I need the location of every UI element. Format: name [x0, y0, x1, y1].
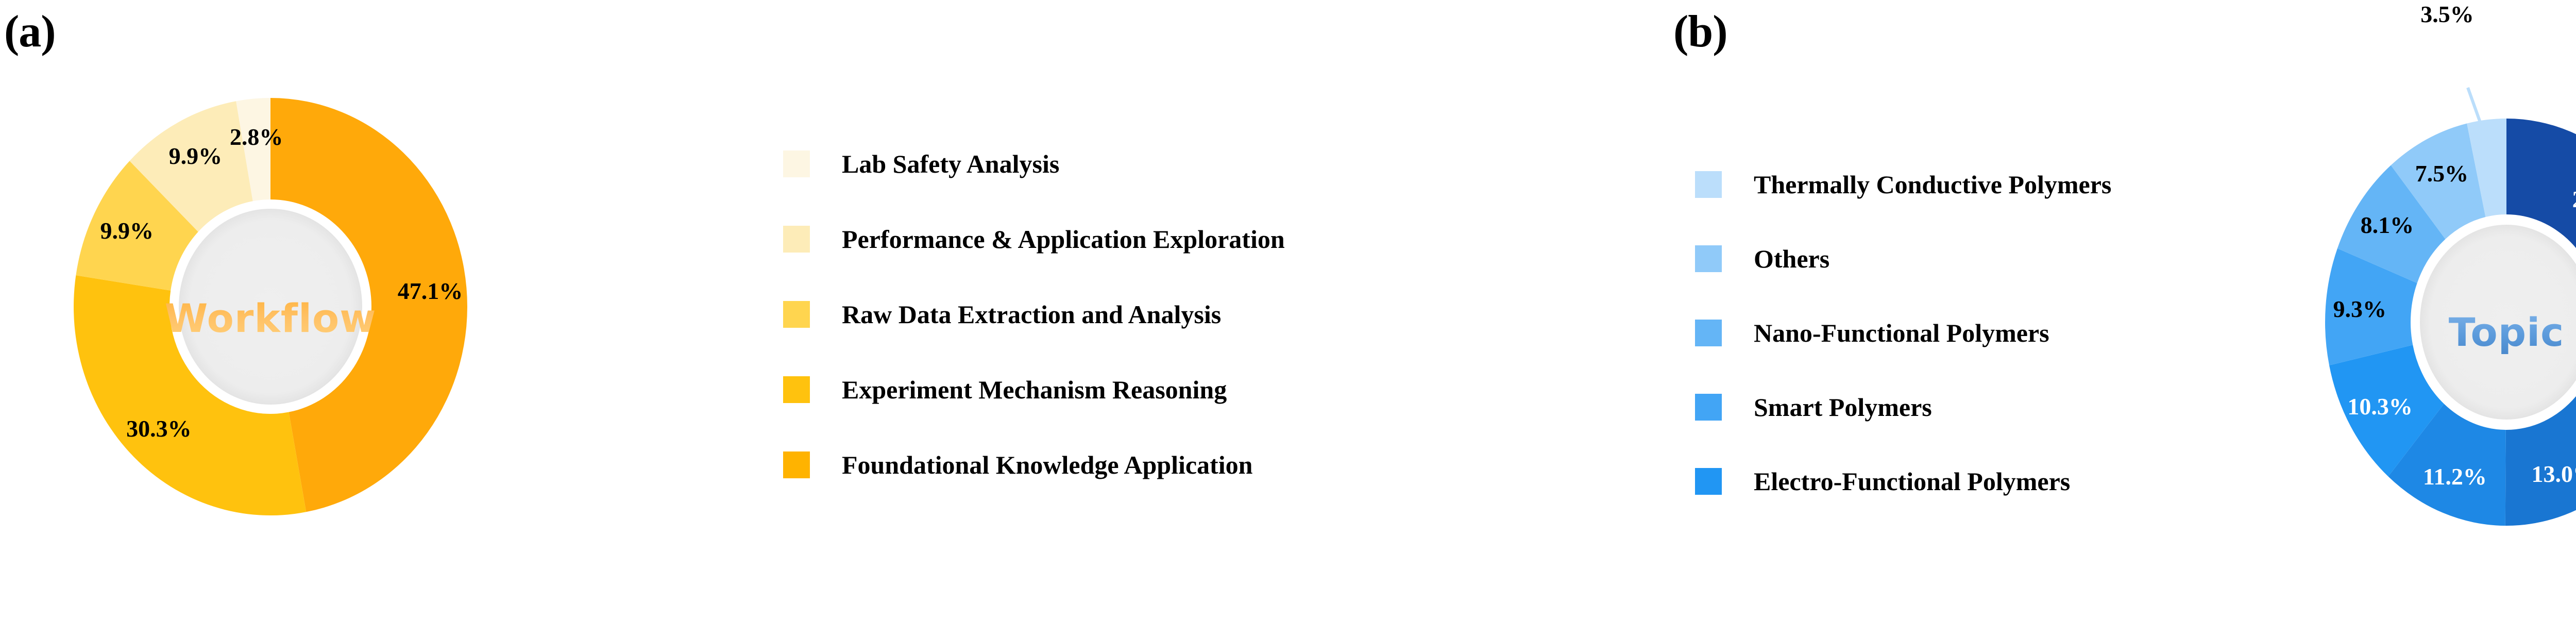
- legend-swatch-icon: [1695, 468, 1722, 495]
- pie-slice[interactable]: [2505, 396, 2576, 526]
- legend-workflow-item[interactable]: Experiment Mechanism Reasoning: [783, 376, 1285, 403]
- legend-workflow-label: Raw Data Extraction and Analysis: [842, 300, 1222, 329]
- legend-topic-item[interactable]: Others: [1695, 245, 2111, 272]
- legend-swatch-icon: [783, 301, 810, 328]
- legend-swatch-icon: [1695, 245, 1722, 272]
- pie-slice[interactable]: [76, 161, 198, 291]
- slice-percent-label: 3.5%: [2420, 1, 2474, 27]
- legend-swatch-icon: [1695, 171, 1722, 198]
- legend-topic-label: Smart Polymers: [1754, 393, 1932, 422]
- legend-workflow-label: Performance & Application Exploration: [842, 225, 1285, 254]
- legend-swatch-icon: [1695, 394, 1722, 421]
- legend-topic-label: Electro-Functional Polymers: [1754, 467, 2071, 496]
- legend-topic-item[interactable]: Smart Polymers: [1695, 394, 2111, 421]
- donut-hub: [179, 209, 362, 405]
- legend-swatch-icon: [783, 451, 810, 478]
- legend-workflow-label: Foundational Knowledge Application: [842, 450, 1253, 479]
- legend-workflow-item[interactable]: Foundational Knowledge Application: [783, 451, 1285, 478]
- pie-slice[interactable]: [236, 98, 270, 202]
- legend-topic-item[interactable]: Thermally Conductive Polymers: [1695, 171, 2111, 198]
- workflow-donut-chart: Workflow 47.1%30.3%9.9%9.9%2.8%: [67, 49, 474, 570]
- leader-line: [2466, 87, 2482, 125]
- pie-slice[interactable]: [2506, 119, 2576, 311]
- legend-swatch-icon: [783, 376, 810, 403]
- pie-slice[interactable]: [2337, 165, 2446, 283]
- legend-workflow-item[interactable]: Raw Data Extraction and Analysis: [783, 301, 1285, 328]
- legend-workflow-item[interactable]: Lab Safety Analysis: [783, 150, 1285, 177]
- legend-swatch-icon: [783, 150, 810, 177]
- legend-workflow-item[interactable]: Performance & Application Exploration: [783, 226, 1285, 253]
- pie-slice[interactable]: [2388, 404, 2506, 526]
- legend-topic-label: Thermally Conductive Polymers: [1754, 170, 2112, 199]
- workflow-donut-svg: [74, 98, 467, 516]
- legend-swatch-icon: [783, 226, 810, 253]
- pie-slice[interactable]: [2329, 345, 2444, 477]
- pie-slice[interactable]: [74, 275, 307, 516]
- legend-workflow-label: Lab Safety Analysis: [842, 149, 1060, 178]
- pie-slice[interactable]: [2325, 248, 2417, 365]
- donut-hub: [2420, 225, 2576, 420]
- topic-donut-chart: Topic 23.3%13.8%13.0%11.2%10.3%9.3%8.1%7…: [2246, 3, 2576, 613]
- legend-topic-label: Nano-Functional Polymers: [1754, 319, 2049, 347]
- panel-label-b: (b): [1673, 7, 1728, 57]
- panel-label-a: (a): [4, 7, 56, 57]
- pie-slice[interactable]: [129, 101, 253, 232]
- legend-topic-item[interactable]: Electro-Functional Polymers: [1695, 468, 2111, 495]
- pie-slice[interactable]: [270, 98, 467, 512]
- pie-slice[interactable]: [2391, 123, 2486, 239]
- pie-slice[interactable]: [2467, 119, 2506, 218]
- legend-topic-item[interactable]: Nano-Functional Polymers: [1695, 320, 2111, 346]
- legend-workflow-label: Experiment Mechanism Reasoning: [842, 375, 1227, 404]
- legend-swatch-icon: [1695, 320, 1722, 346]
- legend-topic-label: Others: [1754, 244, 1830, 273]
- topic-donut-svg: [2325, 87, 2576, 526]
